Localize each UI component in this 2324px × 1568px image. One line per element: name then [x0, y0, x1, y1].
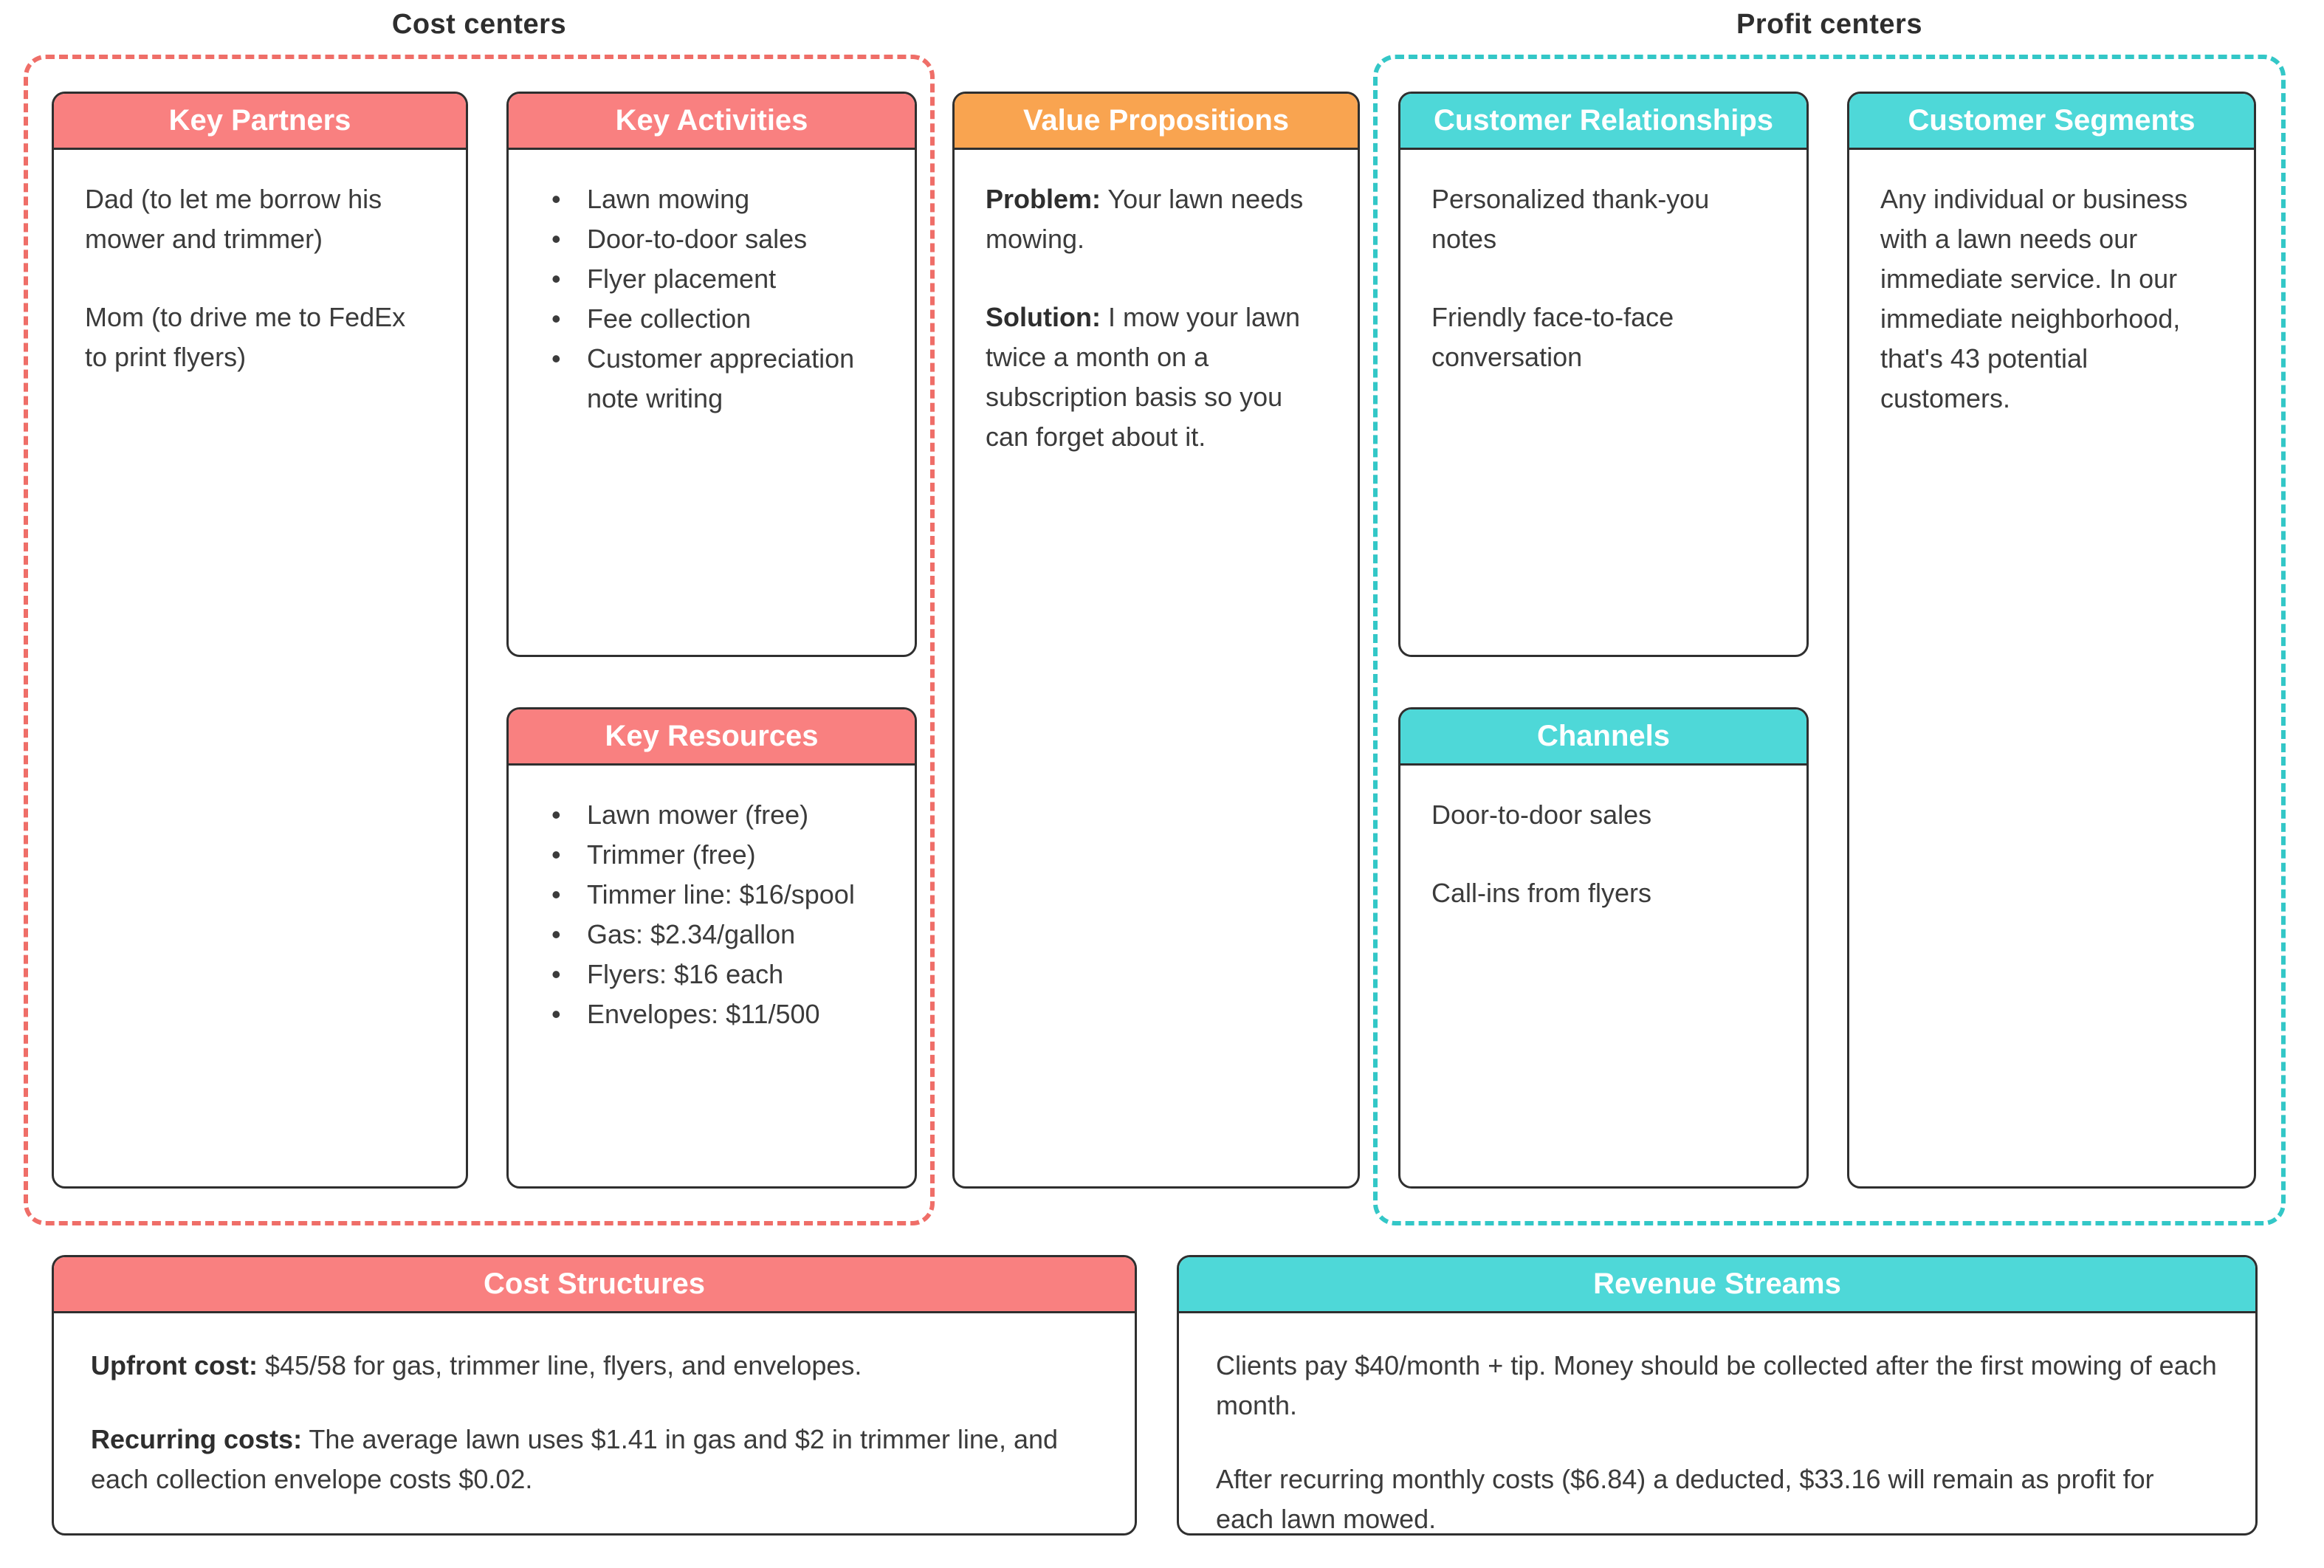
revenue-streams-header: Revenue Streams	[1179, 1257, 2255, 1313]
list-item: Flyer placement	[540, 259, 884, 299]
list-item: Gas: $2.34/gallon	[540, 915, 884, 955]
box-title: Customer Segments	[1908, 104, 2196, 137]
box-title: Key Partners	[168, 104, 351, 137]
box-title: Key Activities	[615, 104, 808, 137]
box-body: Personalized thank-you notes Friendly fa…	[1400, 150, 1806, 407]
revenue-streams-box: Revenue Streams Clients pay $40/month + …	[1177, 1255, 2258, 1536]
key-partners-box: Key Partners Dad (to let me borrow his m…	[52, 92, 468, 1189]
paragraph: Dad (to let me borrow his mower and trim…	[85, 184, 382, 254]
cost-centers-outline	[24, 55, 935, 1225]
problem-text: Your lawn needs mowing.	[986, 184, 1304, 254]
box-body: Upfront cost: $45/58 for gas, trimmer li…	[54, 1313, 1135, 1533]
profit-centers-label: Profit centers	[1736, 9, 1922, 40]
cost-centers-label: Cost centers	[391, 9, 567, 40]
list-item: Fee collection	[540, 299, 884, 339]
channels-box: Channels Door-to-door sales Call-ins fro…	[1398, 707, 1809, 1189]
paragraph: Clients pay $40/month + tip. Money shoul…	[1216, 1350, 2217, 1420]
paragraph: Solution: I mow your lawn twice a month …	[986, 298, 1327, 457]
solution-text: I mow your lawn twice a month on a subsc…	[986, 302, 1301, 452]
customer-relationships-header: Customer Relationships	[1400, 94, 1806, 150]
key-resources-box: Key Resources Lawn mower (free) Trimmer …	[506, 707, 917, 1189]
recurring-costs-label: Recurring costs:	[91, 1424, 303, 1454]
box-title: Cost Structures	[483, 1268, 706, 1300]
value-propositions-box: Value Propositions Problem: Your lawn ne…	[952, 92, 1360, 1189]
box-title: Channels	[1536, 720, 1671, 752]
box-title: Customer Relationships	[1433, 104, 1774, 137]
profit-centers-outline	[1373, 55, 2286, 1225]
bullet-list: Lawn mowing Door-to-door sales Flyer pla…	[540, 179, 884, 419]
upfront-cost-label: Upfront cost:	[91, 1350, 258, 1380]
list-item: Timmer line: $16/spool	[540, 875, 884, 915]
list-item: Flyers: $16 each	[540, 955, 884, 994]
paragraph: Call-ins from flyers	[1431, 878, 1652, 908]
box-title: Value Propositions	[1022, 104, 1290, 137]
cost-structures-header: Cost Structures	[54, 1257, 1135, 1313]
list-item: Lawn mowing	[540, 179, 884, 219]
customer-segments-header: Customer Segments	[1849, 94, 2254, 150]
box-body: Dad (to let me borrow his mower and trim…	[54, 150, 466, 407]
box-body: Any individual or business with a lawn n…	[1849, 150, 2254, 448]
key-partners-header: Key Partners	[54, 94, 466, 150]
customer-segments-box: Customer Segments Any individual or busi…	[1847, 92, 2256, 1189]
bullet-list: Lawn mower (free) Trimmer (free) Timmer …	[540, 795, 884, 1034]
box-body: Problem: Your lawn needs mowing. Solutio…	[955, 150, 1358, 486]
list-item: Trimmer (free)	[540, 835, 884, 875]
box-body: Clients pay $40/month + tip. Money shoul…	[1179, 1313, 2255, 1534]
list-item: Customer appreciation note writing	[540, 339, 884, 419]
list-item: Lawn mower (free)	[540, 795, 884, 835]
value-propositions-header: Value Propositions	[955, 94, 1358, 150]
key-resources-header: Key Resources	[509, 709, 915, 766]
paragraph: Mom (to drive me to FedEx to print flyer…	[85, 302, 406, 372]
upfront-cost-text: $45/58 for gas, trimmer line, flyers, an…	[257, 1350, 862, 1380]
paragraph: Friendly face-to-face conversation	[1431, 302, 1674, 372]
paragraph: Door-to-door sales	[1431, 800, 1652, 830]
paragraph: Problem: Your lawn needs mowing.	[986, 179, 1327, 259]
box-body: Door-to-door sales Call-ins from flyers	[1400, 766, 1806, 943]
paragraph: Any individual or business with a lawn n…	[1880, 184, 2188, 413]
paragraph: Recurring costs: The average lawn uses $…	[91, 1420, 1098, 1499]
problem-label: Problem:	[986, 184, 1101, 214]
box-title: Key Resources	[605, 720, 819, 752]
paragraph: After recurring monthly costs ($6.84) a …	[1216, 1464, 2154, 1534]
recurring-costs-text: The average lawn uses $1.41 in gas and $…	[91, 1424, 1059, 1494]
key-activities-box: Key Activities Lawn mowing Door-to-door …	[506, 92, 917, 657]
box-title: Revenue Streams	[1593, 1268, 1841, 1300]
box-body: Lawn mowing Door-to-door sales Flyer pla…	[509, 150, 915, 448]
list-item: Door-to-door sales	[540, 219, 884, 259]
customer-relationships-box: Customer Relationships Personalized than…	[1398, 92, 1809, 657]
paragraph: Upfront cost: $45/58 for gas, trimmer li…	[91, 1346, 1098, 1386]
list-item: Envelopes: $11/500	[540, 994, 884, 1034]
channels-header: Channels	[1400, 709, 1806, 766]
paragraph: Personalized thank-you notes	[1431, 184, 1710, 254]
cost-structures-box: Cost Structures Upfront cost: $45/58 for…	[52, 1255, 1137, 1536]
solution-label: Solution:	[986, 302, 1101, 332]
box-body: Lawn mower (free) Trimmer (free) Timmer …	[509, 766, 915, 1064]
key-activities-header: Key Activities	[509, 94, 915, 150]
